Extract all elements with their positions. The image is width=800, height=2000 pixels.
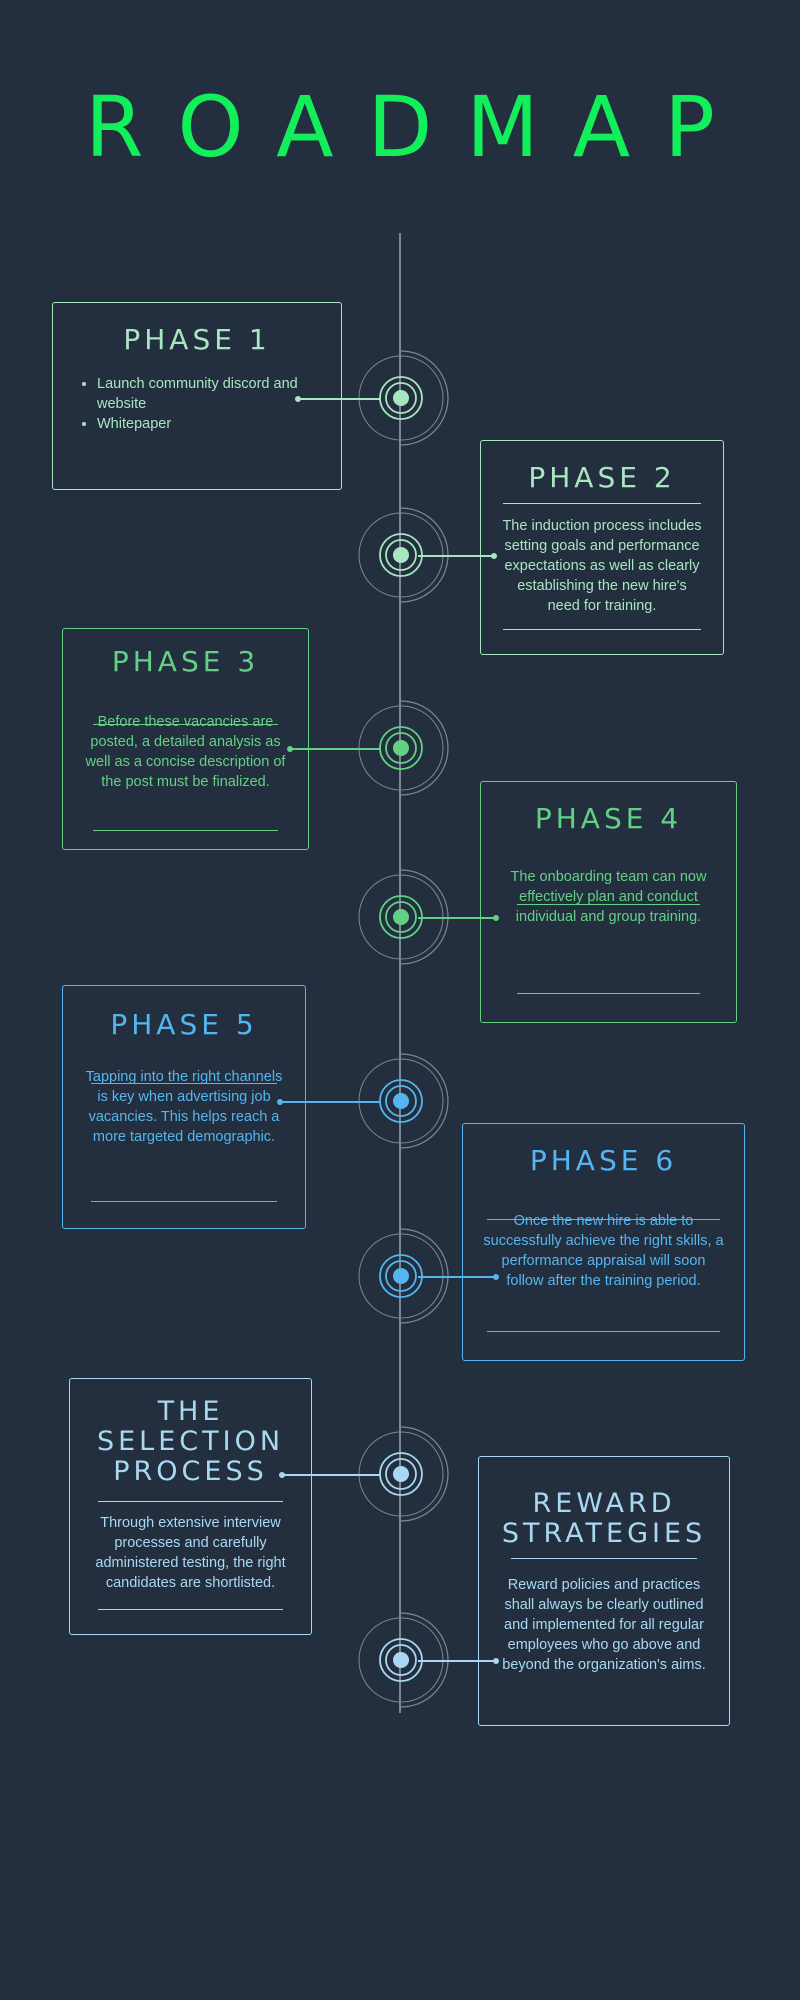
selection-heading: THE SELECTION PROCESS	[90, 1397, 291, 1487]
connector-dot	[493, 1274, 499, 1280]
list-item: Launch community discord and website	[97, 374, 321, 414]
divider	[91, 1083, 277, 1084]
node-rings-icon	[358, 350, 449, 446]
connector-6	[418, 1274, 499, 1280]
phase-3-heading: PHASE 3	[111, 645, 260, 678]
connector-2	[418, 553, 497, 559]
divider	[511, 1558, 697, 1559]
heading-line: SELECTION	[96, 1426, 285, 1457]
heading-line: THE	[157, 1396, 224, 1427]
connector-dot	[493, 1658, 499, 1664]
phase-6-heading: PHASE 6	[529, 1144, 678, 1177]
timeline-spine	[399, 233, 401, 1713]
timeline-node-1	[351, 348, 451, 448]
connector-dot	[295, 396, 301, 402]
reward-text: Reward policies and practices shall alwa…	[502, 1577, 706, 1673]
connector-dot	[491, 553, 497, 559]
heading-line: PROCESS	[113, 1456, 268, 1487]
reward-heading: REWARD STRATEGIES	[499, 1489, 709, 1549]
reward-strategies-card: REWARD STRATEGIES Reward policies and pr…	[478, 1456, 730, 1726]
divider	[517, 993, 700, 994]
timeline-node-7	[351, 1424, 451, 1524]
connector-3	[287, 746, 380, 752]
phase-3-card: PHASE 3 Before these vacancies are poste…	[62, 628, 309, 850]
selection-process-card: THE SELECTION PROCESS Through extensive …	[69, 1378, 312, 1635]
divider	[503, 629, 701, 630]
phase-2-heading: PHASE 2	[528, 461, 676, 494]
phase-6-card: PHASE 6 Once the new hire is able to suc…	[462, 1123, 745, 1361]
heading-line: STRATEGIES	[501, 1518, 707, 1549]
phase-4-card: PHASE 4 The onboarding team can now effe…	[480, 781, 737, 1023]
connector-4	[418, 915, 499, 921]
phase-2-text: The induction process includes setting g…	[502, 518, 702, 614]
connector-8	[418, 1658, 499, 1664]
selection-text: Through extensive interview processes an…	[95, 1515, 286, 1591]
divider	[91, 1201, 277, 1202]
node-rings-icon	[358, 1426, 449, 1522]
divider	[517, 904, 700, 905]
phase-5-card: PHASE 5 Tapping into the right channels …	[62, 985, 306, 1229]
connector-dot	[493, 915, 499, 921]
phase-4-heading: PHASE 4	[534, 802, 683, 835]
phase-2-card: PHASE 2 The induction process includes s…	[480, 440, 724, 655]
phase-5-text: Tapping into the right channels is key w…	[85, 1069, 283, 1145]
connector-1	[295, 396, 380, 402]
phase-1-heading: PHASE 1	[123, 323, 271, 356]
connector-dot	[279, 1472, 285, 1478]
phase-1-list: Launch community discord and website Whi…	[73, 374, 321, 434]
phase-5-heading: PHASE 5	[110, 1008, 258, 1041]
phase-4-text: The onboarding team can now effectively …	[510, 869, 707, 925]
divider	[98, 1501, 283, 1502]
connector-dot	[287, 746, 293, 752]
divider	[93, 724, 278, 725]
divider	[93, 830, 278, 831]
divider	[503, 503, 701, 504]
phase-1-card: PHASE 1 Launch community discord and web…	[52, 302, 342, 490]
divider	[487, 1219, 720, 1220]
connector-5	[277, 1099, 380, 1105]
phase-6-text: Once the new hire is able to successfull…	[483, 1213, 724, 1289]
list-item: Whitepaper	[97, 414, 321, 434]
divider	[487, 1331, 720, 1332]
page-title: ROADMAP	[85, 78, 749, 176]
phase-3-text: Before these vacancies are posted, a det…	[85, 714, 286, 790]
divider	[98, 1609, 283, 1610]
heading-line: REWARD	[532, 1488, 676, 1519]
connector-dot	[277, 1099, 283, 1105]
connector-7	[279, 1472, 380, 1478]
